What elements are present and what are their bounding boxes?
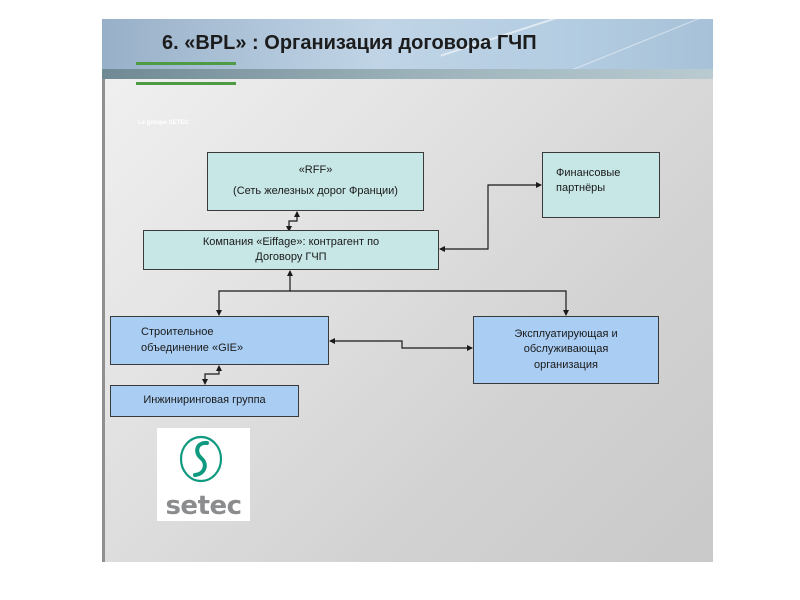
connector-eiffage-finance xyxy=(440,185,541,249)
node-operator-line-3: организация xyxy=(534,358,598,373)
node-operator: Эксплуатирующая и обслуживающая организа… xyxy=(473,316,659,384)
node-eiffage-line-1: Компания «Eiffage»: контрагент по xyxy=(203,235,379,250)
connector-gie-operator xyxy=(330,341,472,348)
slide: 6. «BPL» : Организация договора ГЧП Le g… xyxy=(102,19,713,562)
node-finance-line-1: Финансовые xyxy=(556,166,620,181)
node-eiffage: Компания «Eiffage»: контрагент по Догово… xyxy=(143,230,439,270)
connector-gie-engineering xyxy=(205,366,219,384)
node-operator-line-2: обслуживающая xyxy=(524,342,609,357)
node-gie-line-2: объединение «GIE» xyxy=(141,341,243,357)
node-rff-line-1: «RFF» xyxy=(299,163,333,179)
node-gie-line-1: Строительное xyxy=(141,325,214,341)
node-engineering-line-1: Инжиниринговая группа xyxy=(143,393,265,409)
node-engineering: Инжиниринговая группа xyxy=(110,385,299,417)
node-rff-line-2: (Сеть железных дорог Франции) xyxy=(233,184,398,200)
node-rff: «RFF» (Сеть железных дорог Франции) xyxy=(207,152,424,211)
node-finance-line-2: партнёры xyxy=(556,181,605,196)
node-financial-partners: Финансовые партнёры xyxy=(542,152,660,218)
node-construction-gie: Строительное объединение «GIE» xyxy=(110,316,329,365)
setec-wordmark: setec xyxy=(157,492,250,520)
connector-eiffage-operator xyxy=(290,291,566,315)
setec-logo: setec xyxy=(157,428,250,521)
node-eiffage-line-2: Договору ГЧП xyxy=(255,250,326,265)
node-operator-line-1: Эксплуатирующая и xyxy=(514,327,617,342)
connector-eiffage-gie xyxy=(219,271,290,315)
connector-eiffage-rff xyxy=(289,212,297,231)
